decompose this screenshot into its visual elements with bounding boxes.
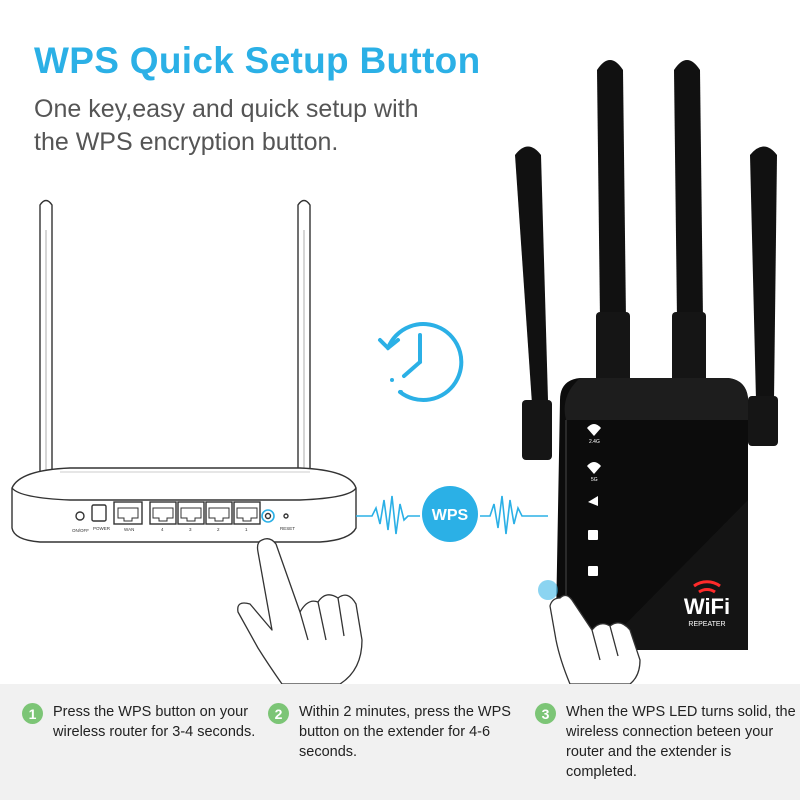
step-text: Within 2 minutes, press the WPS button o… [299,704,511,760]
wifi-logo: WiFi REPEATER [684,580,730,628]
extender-antenna [596,60,630,388]
lan-icon [588,530,598,540]
step-number-badge: 1 [22,703,43,724]
extender-antenna [748,146,778,446]
page-title: WPS Quick Setup Button [34,40,481,81]
router-port-label: ON/OFF [72,528,89,533]
router-port-label: 4 [161,527,164,532]
steps-panel: 1 Press the WPS button on your wireless … [0,684,800,800]
router-antenna-right [297,199,311,481]
led-label-5g: 5G [591,477,598,483]
power-led-icon [588,566,598,576]
router-wps-button[interactable] [261,509,275,523]
router-antenna-left [39,199,53,481]
step-text: Press the WPS button on your wireless ro… [53,704,256,740]
wps-signal: WPS [356,486,548,542]
router-port-label: 2 [217,527,220,532]
router-port-label: 3 [189,527,192,532]
router-port-label: WAN [124,527,134,532]
extender-wps-button[interactable] [538,580,558,600]
router-ethernet-ports [113,501,261,525]
wps-badge [422,486,478,542]
led-label-24g: 2.4G [589,439,600,445]
router-port-label: 1 [245,527,248,532]
wifi-logo-text: WiFi [684,594,730,619]
subtitle-line-1: One key,easy and quick setup with [34,95,419,123]
extender-antenna [672,60,706,388]
wifi-extender: 2.4G 5G WiFi REPEATER [515,60,778,650]
hand-pressing-extender [549,594,641,684]
step-2: 2 Within 2 minutes, press the WPS button… [268,702,530,762]
page-subtitle: One key,easy and quick setup with the WP… [34,93,504,159]
extender-antenna [515,146,552,460]
step-3: 3 When the WPS LED turns solid, the wire… [535,702,797,782]
wifi-logo-subtext: REPEATER [688,621,725,628]
router [11,199,357,543]
wifi-5g-icon [587,462,601,474]
subtitle-line-2: the WPS encryption button. [34,128,339,156]
step-text: When the WPS LED turns solid, the wirele… [566,704,796,780]
clock-refresh-icon [378,322,464,402]
router-port-label: POWER [93,526,111,531]
wps-badge-label: WPS [432,507,469,524]
step-1: 1 Press the WPS button on your wireless … [22,702,262,742]
hand-pressing-router [237,538,363,684]
step-number-badge: 2 [268,703,289,724]
setup-illustration: ON/OFF POWER WAN 4 3 2 1 RESET WPS [11,60,778,684]
signal-icon [588,496,598,506]
step-number-badge: 3 [535,703,556,724]
extender-led-indicators [587,424,601,576]
wifi-24g-icon [587,424,601,436]
router-port-label: RESET [280,526,295,531]
